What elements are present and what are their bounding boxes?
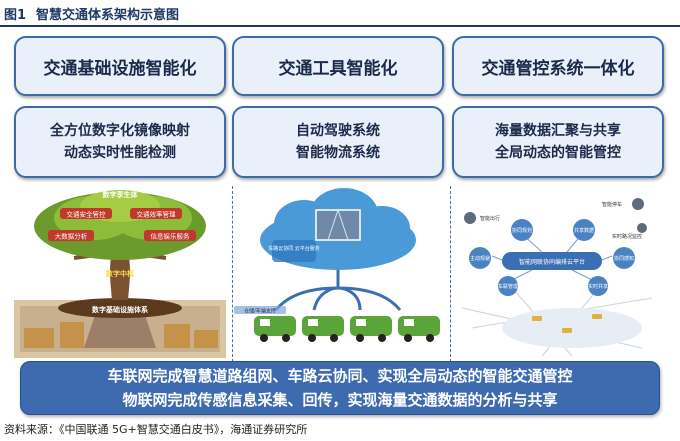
node-label: 协同感知	[614, 255, 634, 262]
node-label: 智能停车	[602, 201, 622, 208]
column-divider	[232, 186, 233, 362]
road-photo	[315, 209, 361, 241]
detail-line: 自动驾驶系统	[296, 123, 380, 139]
detail-box-vehicles: 自动驾驶系统 智能物流系统	[232, 106, 444, 178]
node-label: 主动规避	[470, 255, 490, 262]
tree-title: 数字孪生体	[103, 190, 139, 199]
hub-label: 智能网联协同编排云平台	[519, 258, 585, 266]
detail-line: 动态实时性能检测	[64, 145, 176, 161]
figure-number: 图1	[4, 7, 27, 23]
figure-title-text: 智慧交通体系架构示意图	[36, 7, 180, 23]
column-divider	[450, 186, 451, 362]
detail-line: 海量数据汇聚与共享	[495, 123, 621, 139]
detail-box-infrastructure: 全方位数字化镜像映射 动态实时性能检测	[14, 106, 226, 178]
node-label: 智能出行	[480, 215, 500, 222]
figure-title: 图1 智慧交通体系架构示意图	[4, 2, 179, 24]
branch-label: 信息娱乐服务	[151, 232, 191, 241]
branch-label: 大数据分析	[55, 232, 88, 241]
detail-line: 全局动态的智能管控	[495, 145, 621, 161]
detail-line: 智能物流系统	[296, 145, 380, 161]
banner-line: 物联网完成传感信息采集、回传，实现海量交通数据的分析与共享	[122, 391, 558, 409]
node-label: 实时路况监控	[612, 233, 642, 240]
node-label: 协同规划	[512, 227, 532, 234]
trunk-label: 数字中枢	[106, 269, 134, 278]
source-note: 资料来源：《中国联通 5G+智慧交通白皮书》，海通证券研究所	[4, 423, 308, 436]
tree-base	[58, 298, 182, 318]
node-label: 车联管理	[498, 283, 518, 290]
header-box-infrastructure: 交通基础设施智能化	[14, 36, 226, 96]
column-infrastructure: 交通基础设施智能化 全方位数字化镜像映射 动态实时性能检测 数字基础设施体系 数…	[14, 36, 226, 362]
network-illustration: 智能网联协同编排云平台 协同规划 共享数据 主动规避 协同感知 车联管理 实时共…	[461, 198, 653, 357]
connection-lines	[274, 270, 402, 311]
detail-box-management: 海量数据汇聚与共享 全局动态的智能管控	[452, 106, 664, 178]
column-management: 交通管控系统一体化 海量数据汇聚与共享 全局动态的智能管控 智能网联协同编排云平…	[452, 36, 664, 362]
header-infrastructure: 交通基础设施智能化	[43, 58, 197, 79]
platform-hub	[502, 252, 602, 270]
van-icon	[254, 316, 440, 336]
header-box-management: 交通管控系统一体化	[452, 36, 664, 96]
banner-line: 车联网完成智慧道路组网、车路云协同、实现全局动态的智能交通管控	[107, 367, 573, 385]
column-vehicles: 交通工具智能化 自动驾驶系统 智能物流系统 车路云协同 云平台服务 仓储/车端支…	[232, 36, 444, 362]
branch-label: 交通效率管理	[137, 210, 177, 219]
digital-twin-tree-illustration: 数字基础设施体系 数字中枢 数字孪生体 交通安全管控 交通效率管理 大数据分析 …	[14, 190, 226, 358]
title-rule	[0, 25, 680, 27]
cloud-vehicle-illustration: 车路云协同 云平台服务 仓储/车端支持	[234, 188, 440, 342]
branch-label: 交通安全管控	[67, 210, 107, 219]
node-label: 实时共享	[588, 283, 608, 290]
vehicle-tag: 仓储/车端支持	[244, 308, 276, 315]
header-management: 交通管控系统一体化	[481, 58, 635, 79]
node-label: 共享数据	[574, 227, 594, 234]
header-box-vehicles: 交通工具智能化	[232, 36, 444, 96]
header-vehicles: 交通工具智能化	[278, 58, 398, 79]
detail-line: 全方位数字化镜像映射	[50, 123, 190, 139]
cloud-label: 车路云协同 云平台服务	[268, 245, 320, 252]
base-label: 数字基础设施体系	[92, 305, 148, 314]
summary-banner: 车联网完成智慧道路组网、车路云协同、实现全局动态的智能交通管控 物联网完成传感信…	[20, 361, 660, 415]
